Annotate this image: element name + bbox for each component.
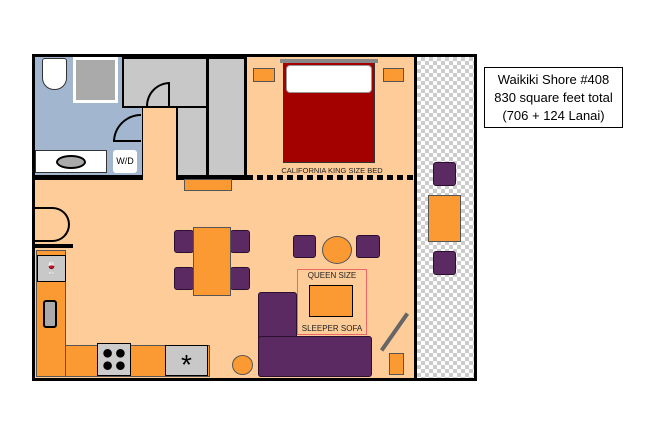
entry-door[interactable] xyxy=(35,207,70,242)
bed xyxy=(283,62,375,163)
refrigerator: * xyxy=(165,345,208,380)
unit-title: Waikiki Shore #408 xyxy=(497,72,610,87)
stove xyxy=(97,343,131,376)
lanai-table xyxy=(428,195,461,242)
sofa-bed xyxy=(309,285,353,317)
wine-glass-icon: 🍷 xyxy=(37,255,66,282)
side-table xyxy=(232,355,253,375)
armchair xyxy=(356,235,380,258)
sectional-sofa-main xyxy=(258,336,372,377)
toilet xyxy=(42,58,67,90)
dining-chair xyxy=(230,267,250,290)
kitchen-wall xyxy=(35,244,73,248)
total-area: 830 square feet total xyxy=(494,90,613,105)
bedroom-closet xyxy=(207,57,246,177)
hall-closet xyxy=(176,106,208,177)
headboard xyxy=(280,59,378,63)
sofa-label-bottom: SLEEPER SOFA xyxy=(301,324,363,333)
nightstand-left xyxy=(253,68,275,82)
sofa-bed-outline xyxy=(297,269,367,335)
info-box: Waikiki Shore #408 830 square feet total… xyxy=(484,67,623,128)
lanai-chair xyxy=(433,162,456,186)
bedroom-wall xyxy=(247,175,414,180)
shower xyxy=(73,57,118,103)
dining-chair xyxy=(174,230,194,253)
hallway xyxy=(143,108,176,180)
armchair xyxy=(293,235,316,258)
vanity xyxy=(35,150,107,173)
washer-dryer: W/D xyxy=(113,150,137,173)
area-breakdown: (706 + 124 Lanai) xyxy=(502,108,605,123)
nightstand-right xyxy=(383,68,404,82)
round-table xyxy=(322,236,352,264)
dining-table xyxy=(193,227,231,296)
pillows xyxy=(286,65,372,93)
lanai xyxy=(414,54,477,381)
dresser xyxy=(184,179,232,191)
kitchen-sink xyxy=(43,300,57,328)
sink-icon xyxy=(56,155,86,169)
end-table xyxy=(389,353,404,375)
lanai-chair xyxy=(433,251,456,275)
bed-label: CALIFORNIA KING SIZE BED xyxy=(281,166,383,175)
dining-chair xyxy=(230,230,250,253)
dining-chair xyxy=(174,267,194,290)
sofa-label-top: QUEEN SIZE xyxy=(307,271,357,280)
